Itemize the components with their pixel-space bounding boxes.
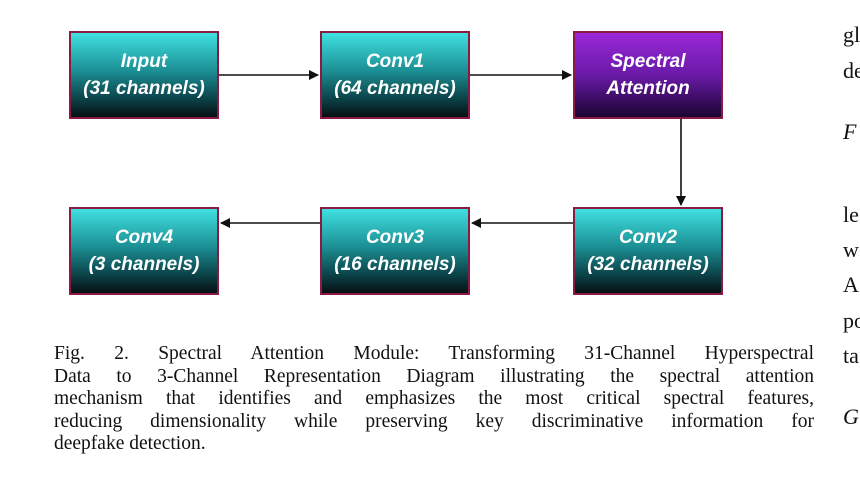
node-title: Conv4 [114, 227, 174, 248]
caption-line: mechanism that identifies and emphasizes… [54, 388, 814, 409]
node-subtitle: (64 channels) [334, 78, 456, 99]
text-fragment: A [843, 272, 859, 297]
node-input: Input (31 channels) [69, 31, 219, 119]
text-fragment: G [843, 404, 859, 429]
node-subtitle: (3 channels) [88, 254, 200, 275]
text-fragment: de [843, 58, 860, 83]
node-subtitle: (16 channels) [334, 254, 456, 275]
node-title: Spectral Attention [606, 51, 690, 99]
text-fragment: po [843, 308, 860, 333]
text-fragment: w [843, 237, 859, 262]
node-title: Conv2 [618, 227, 678, 248]
node-conv4: Conv4 (3 channels) [69, 207, 219, 295]
node-subtitle: (32 channels) [587, 254, 709, 275]
figure-caption: Fig. 2. Spectral Attention Module: Trans… [54, 343, 814, 456]
caption-line: reducing dimensionality while preserving… [54, 410, 814, 432]
text-fragment: le [843, 202, 859, 227]
node-title: Conv3 [365, 227, 425, 248]
node-spectral-attention: Spectral Attention [573, 31, 723, 119]
node-conv1: Conv1 (64 channels) [320, 31, 470, 119]
text-fragment: ta [843, 343, 859, 368]
caption-line: Data to 3-Channel Representation Diagram… [54, 365, 814, 387]
caption-line: Fig. 2. Spectral Attention Module: Trans… [54, 343, 814, 364]
node-conv3: Conv3 (16 channels) [320, 207, 470, 295]
node-subtitle: (31 channels) [83, 78, 205, 99]
text-fragment: F [843, 119, 857, 144]
node-title: Input [120, 51, 168, 72]
caption-line: deepfake detection. [54, 433, 206, 454]
text-fragment: gl [843, 22, 860, 47]
node-title: Conv1 [365, 51, 425, 72]
node-conv2: Conv2 (32 channels) [573, 207, 723, 295]
